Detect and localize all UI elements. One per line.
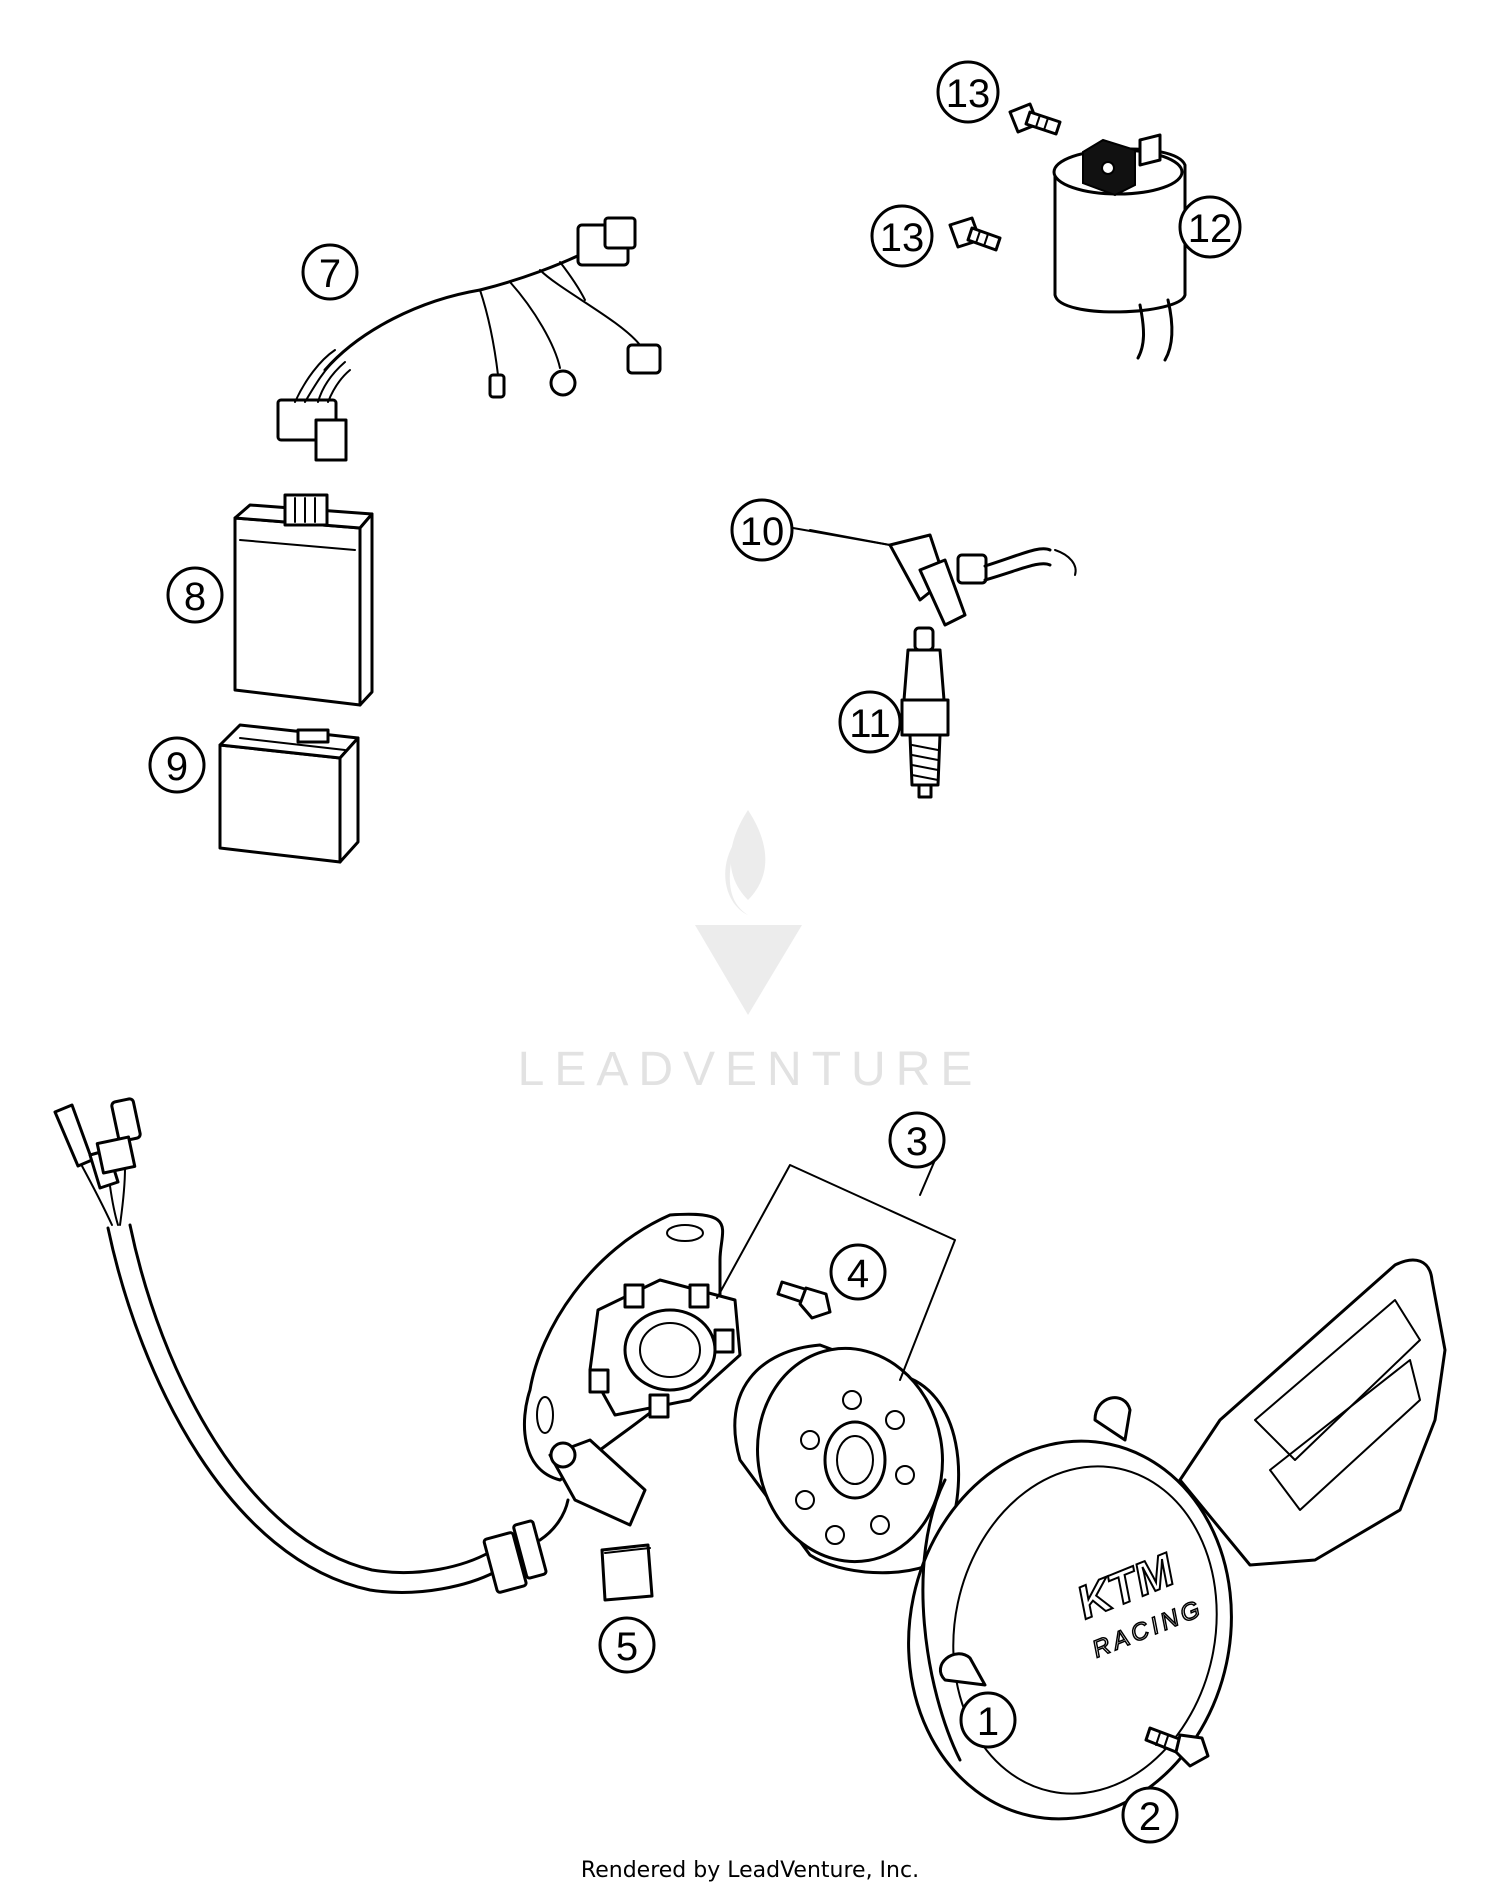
callout-3: 3 bbox=[888, 1111, 946, 1169]
part-12-ignition-coil bbox=[1052, 133, 1187, 362]
flame-icon bbox=[725, 810, 766, 915]
callout-4-label: 4 bbox=[847, 1252, 869, 1296]
callout-8: 8 bbox=[166, 566, 224, 624]
part-5-pad bbox=[600, 1543, 654, 1602]
part-11-spark-plug bbox=[900, 626, 950, 799]
part-3-flywheel bbox=[733, 1343, 961, 1575]
callout-11-label: 11 bbox=[849, 702, 891, 746]
callout-9-label: 9 bbox=[166, 745, 188, 789]
part-stator-assembly bbox=[53, 1097, 742, 1594]
callout-13-upper-label: 13 bbox=[946, 72, 991, 116]
callout-9: 9 bbox=[148, 736, 206, 794]
callout-10: 10 bbox=[730, 498, 794, 562]
callout-4: 4 bbox=[829, 1243, 887, 1301]
part-10-spark-plug-cap bbox=[809, 529, 1077, 627]
part-13-screw-upper bbox=[1008, 102, 1062, 136]
callout-12: 12 bbox=[1178, 195, 1242, 259]
part-4-screw bbox=[776, 1280, 832, 1320]
callout-2-label: 2 bbox=[1139, 1795, 1161, 1839]
callout-7-label: 7 bbox=[319, 252, 341, 296]
watermark-text: LEADVENTURE bbox=[518, 1043, 983, 1096]
part-9-cdi-holder bbox=[218, 723, 360, 864]
callout-12-label: 12 bbox=[1188, 207, 1233, 251]
callout-5-label: 5 bbox=[616, 1625, 638, 1669]
callout-7: 7 bbox=[301, 243, 359, 301]
callout-2: 2 bbox=[1121, 1786, 1179, 1844]
part-8-cdi-unit bbox=[233, 493, 374, 707]
callout-3-label: 3 bbox=[906, 1120, 928, 1164]
callout-13-upper: 13 bbox=[936, 60, 1000, 124]
leader-lines bbox=[792, 527, 891, 546]
part-2-screw bbox=[1144, 1726, 1210, 1768]
part-7-wiring-harness bbox=[276, 216, 662, 462]
part-1-ignition-cover: KTM RACING bbox=[907, 1258, 1447, 1821]
v-logo-icon bbox=[695, 925, 802, 1015]
callout-8-label: 8 bbox=[184, 575, 206, 619]
part-13-screw-lower bbox=[948, 216, 1002, 252]
callout-11: 11 bbox=[838, 690, 902, 754]
callout-1-label: 1 bbox=[977, 1700, 999, 1744]
callout-13-lower-label: 13 bbox=[880, 216, 925, 260]
callout-13-lower: 13 bbox=[870, 204, 934, 268]
callout-3-bracket bbox=[716, 1159, 956, 1381]
render-credit-footer: Rendered by LeadVenture, Inc. bbox=[580, 1858, 920, 1883]
leadventure-watermark: LEADVENTURE bbox=[518, 810, 983, 1096]
callout-5: 5 bbox=[598, 1616, 656, 1674]
callout-1: 1 bbox=[959, 1691, 1017, 1749]
callout-10-label: 10 bbox=[740, 510, 785, 554]
